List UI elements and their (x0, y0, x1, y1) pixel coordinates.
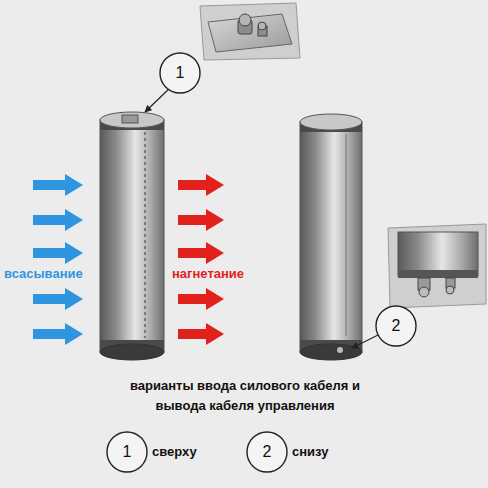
callout-circle: 2 (246, 431, 288, 473)
discharge-arrow (178, 288, 224, 310)
airflow-label: всасывание (4, 266, 83, 282)
callout-circle: 2 (375, 305, 417, 347)
cylinder-top (100, 112, 164, 128)
discharge-arrow (178, 242, 224, 264)
inset-background (200, 3, 300, 60)
suction-arrow (33, 209, 83, 231)
grille-slot (144, 132, 146, 338)
suction-arrow (33, 242, 83, 264)
cylinder-detail (398, 270, 478, 278)
grille-slot (346, 134, 347, 336)
discharge-arrow (178, 174, 224, 196)
callout-number: 2 (375, 305, 417, 347)
discharge-arrow (178, 209, 224, 231)
circle-shape (247, 432, 287, 472)
inset-background (388, 224, 486, 308)
callout-circle: 1 (159, 52, 201, 94)
discharge-arrow (178, 323, 224, 345)
cable-plate (208, 14, 292, 52)
callout-number: 1 (159, 52, 201, 94)
cable-gland (239, 14, 251, 26)
callout-number: 1 (106, 431, 148, 473)
legend-text: сверху (152, 444, 197, 460)
air-curtain-body (300, 122, 362, 352)
cylinder-bottom (300, 344, 362, 360)
suction-arrow (33, 323, 83, 345)
air-curtain-body (100, 120, 164, 352)
leader-line (145, 86, 172, 112)
circle-shape (376, 306, 416, 346)
cylinder-top (300, 114, 362, 130)
callout-circle: 1 (106, 431, 148, 473)
airflow-label: нагнетание (172, 266, 244, 282)
circle-shape (160, 53, 200, 93)
suction-arrow (33, 288, 83, 310)
caption: варианты ввода силового кабеля и вывода … (115, 376, 375, 416)
cable-gland (337, 347, 343, 353)
legend-text: снизу (292, 444, 328, 460)
cylinder-detail (398, 232, 478, 276)
cylinder-bottom (100, 344, 164, 360)
cable-plate (122, 115, 138, 123)
circle-shape (107, 432, 147, 472)
cable-gland (446, 286, 454, 294)
callout-number: 2 (246, 431, 288, 473)
cable-gland (419, 287, 429, 297)
suction-arrow (33, 174, 83, 196)
cable-gland (258, 22, 266, 30)
